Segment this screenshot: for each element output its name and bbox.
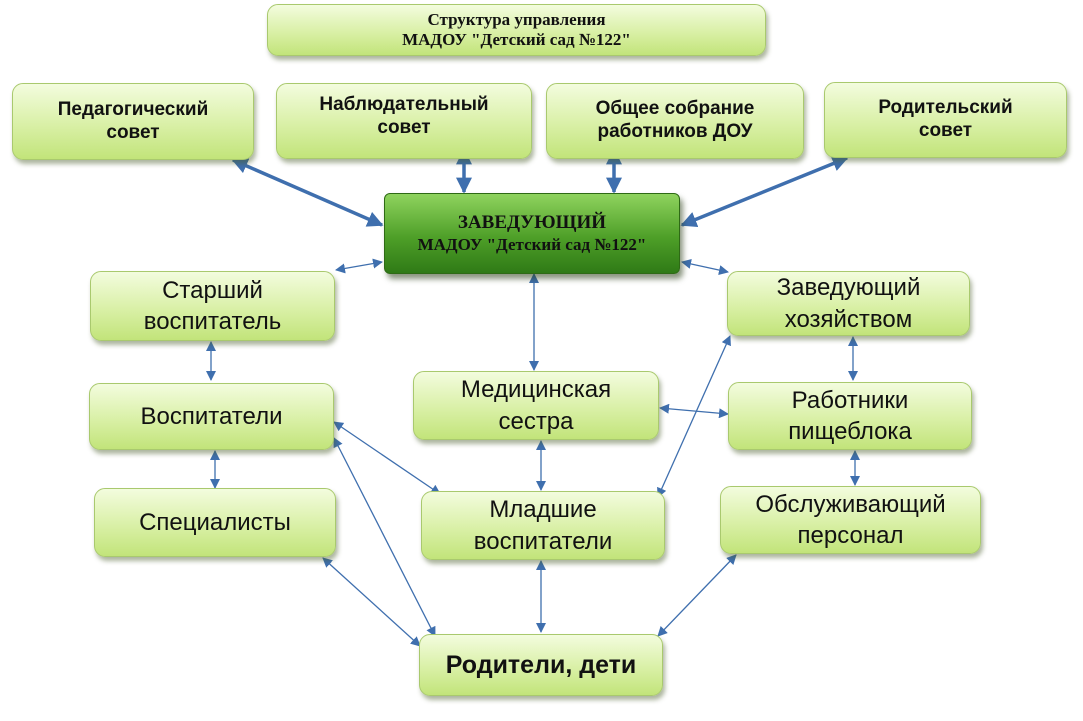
node-junior-teachers: Младшие воспитатели (421, 491, 665, 560)
node-pedagogical-council-line-2: совет (106, 121, 160, 143)
node-supervisory-council-line-2: совет (377, 116, 431, 138)
node-teachers-label: Воспитатели (140, 402, 283, 430)
node-head-line-1: ЗАВЕДУЮЩИЙ (457, 211, 607, 233)
node-nurse-line-1: Медицинская (460, 376, 612, 404)
arrow-head-supply (681, 259, 729, 275)
node-head-line-2: МАДОУ "Детский сад №122" (417, 234, 647, 254)
arrow-service-parents (657, 554, 737, 637)
arrow-parent-council-head (680, 156, 849, 227)
node-service-staff: Обслуживающий персонал (720, 486, 981, 554)
node-nurse: Медицинская сестра (413, 371, 659, 440)
node-nurse-line-2: сестра (498, 407, 574, 435)
title-line-2: МАДОУ "Детский сад №122" (402, 30, 631, 49)
node-supervisory-council: Наблюдательный совет (276, 83, 532, 159)
node-parent-council-line-2: совет (918, 120, 973, 141)
node-kitchen-staff-line-2: пищеблока (788, 418, 912, 445)
node-kitchen-staff: Работники пищеблока (728, 382, 972, 450)
node-junior-teachers-line-1: Младшие (489, 496, 597, 524)
node-parent-council-line-1: Родительский (878, 97, 1013, 119)
node-head: ЗАВЕДУЮЩИЙ МАДОУ "Детский сад №122" (384, 193, 680, 274)
node-parent-council: Родительский совет (824, 82, 1067, 158)
node-junior-teachers-line-2: воспитатели (473, 527, 613, 555)
node-senior-teacher: Старший воспитатель (90, 271, 335, 341)
arrow-nurse-kitchen (659, 403, 729, 419)
arrow-junior-supply (657, 335, 731, 498)
node-parents-children-label: Родители, дети (445, 651, 637, 679)
diagram-title: Структура управления МАДОУ "Детский сад … (267, 4, 766, 56)
node-service-staff-line-1: Обслуживающий (755, 490, 946, 518)
arrow-ped-council-head (231, 158, 384, 227)
node-pedagogical-council-line-1: Педагогический (57, 98, 209, 120)
node-senior-teacher-line-2: воспитатель (143, 308, 282, 335)
node-kitchen-staff-line-1: Работники (791, 386, 909, 414)
node-supply-manager-line-2: хозяйством (784, 305, 913, 333)
node-senior-teacher-line-1: Старший (162, 276, 263, 304)
arrow-teachers-parents (333, 437, 436, 637)
node-teachers: Воспитатели (89, 383, 334, 450)
arrow-head-senior (335, 258, 383, 274)
node-general-assembly-line-2: работников ДОУ (597, 121, 753, 142)
node-supply-manager: Заведующий хозяйством (727, 271, 970, 336)
node-general-assembly: Общее собрание работников ДОУ (546, 83, 804, 159)
node-specialists: Специалисты (94, 488, 336, 557)
node-service-staff-line-2: персонал (797, 522, 904, 549)
title-line-1: Структура управления (427, 10, 606, 30)
arrow-specialists-parents (322, 557, 421, 647)
node-specialists-label: Специалисты (139, 508, 291, 536)
node-supervisory-council-line-1: Наблюдательный (319, 94, 489, 115)
node-supply-manager-line-1: Заведующий (776, 274, 921, 302)
node-pedagogical-council: Педагогический совет (12, 83, 254, 160)
node-general-assembly-line-1: Общее собрание (595, 98, 755, 120)
node-parents-children: Родители, дети (419, 634, 663, 696)
